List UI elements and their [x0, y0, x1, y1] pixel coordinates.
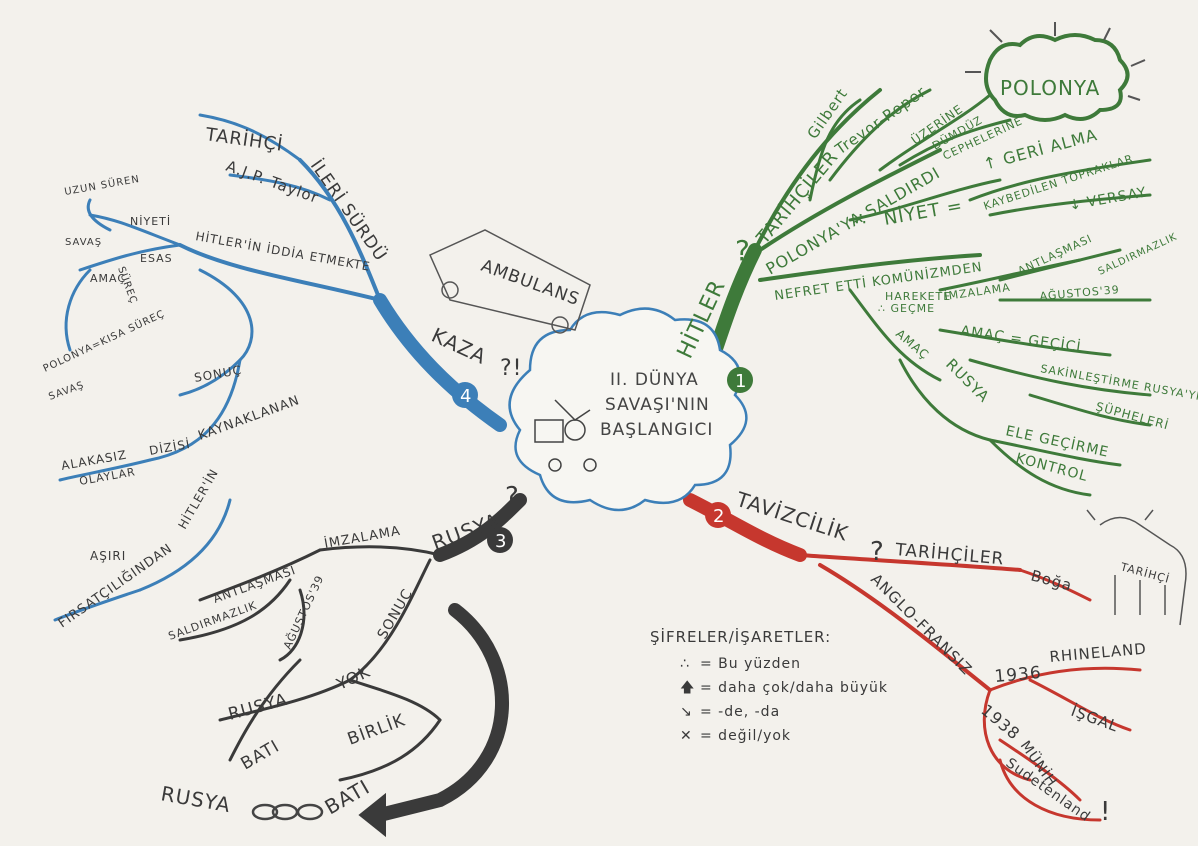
b3-bati: BATI — [238, 736, 284, 774]
legend-symbol-3: ✕ — [680, 728, 693, 744]
b2-rhineland: RHINELAND — [1049, 640, 1148, 666]
b1-amac: AMAÇ — [893, 327, 932, 363]
b4-asiri: AŞIRI — [90, 549, 126, 563]
legend: ŞİFRELER/İŞARETLER: ∴ = Bu yüzden 🡅 = da… — [650, 627, 888, 744]
b3-yok: YOK — [333, 662, 374, 694]
b3-birlik: BİRLİK — [345, 709, 409, 749]
badge-2: 2 — [713, 506, 725, 527]
b4-tarihci: TARİHÇİ — [203, 124, 284, 156]
legend-symbol-1: 🡅 — [680, 680, 695, 696]
center-illustration — [534, 399, 597, 472]
b4-uzun: UZUN SÜREN — [63, 172, 140, 198]
branch-rusya — [178, 493, 527, 838]
legend-symbol-0: ∴ — [680, 656, 690, 672]
legend-symbol-2: ↘ — [680, 704, 693, 720]
branch-tavizcilik — [683, 493, 1142, 822]
b2-excl: ! — [1100, 797, 1111, 827]
polonya-arrows — [965, 22, 1146, 101]
b4-hitlerin-iddia: HİTLER'İN İDDİA ETMEKTE — [194, 228, 371, 274]
b4-q: ?! — [500, 356, 523, 381]
legend-title: ŞİFRELER/İŞARETLER: — [650, 627, 831, 646]
b3-sonuc: SONUÇ — [375, 586, 417, 642]
branch-kaza — [53, 113, 507, 622]
b1-antlasmasi: ANTLAŞMASI — [1016, 232, 1095, 278]
b1-rusya: RUSYA — [942, 355, 993, 406]
b4-hitlerin: HİTLER'İN — [175, 466, 222, 532]
badge-1: 1 — [735, 371, 747, 392]
center-title-1: II. DÜNYA — [610, 368, 699, 390]
bull-drawing — [1086, 509, 1187, 626]
b4-savas2: SAVAŞ — [47, 380, 86, 403]
polonya-cloud — [984, 33, 1130, 122]
b4-dizisi: DİZİSİ — [148, 436, 192, 458]
b4-polonya-kisa: POLONYA=KISA SÜREÇ — [41, 307, 167, 375]
branch-hitler — [693, 88, 1152, 497]
b1-q: ? — [735, 234, 751, 267]
b1-versay: ↓ VERSAY — [1068, 185, 1148, 214]
b4-surec: SÜREÇ — [115, 265, 141, 306]
b2-q: ? — [870, 537, 885, 567]
b1-amac-gecici: AMAÇ = GEÇİCİ — [959, 321, 1082, 356]
b1-harekete: HAREKETE — [885, 290, 951, 303]
b4-niyeti: NİYETİ — [130, 215, 171, 228]
b2-boga: Boğa — [1029, 566, 1074, 594]
center-cloud — [508, 307, 748, 512]
b3-rusya: RUSYA — [226, 690, 290, 725]
b4-kaynaklanan: KAYNAKLANAN — [196, 393, 302, 444]
b1-supheleri: ŞÜPHELERİ — [1094, 397, 1171, 432]
b2-anglo: ANGLO-FRANSIZ — [867, 570, 976, 679]
ambulance-drawing — [429, 229, 591, 334]
center-title-3: BAŞLANGICI — [600, 420, 713, 440]
b4-ileri: İLERİ SÜRDÜ — [306, 155, 392, 265]
b4-title: KAZA — [428, 323, 491, 369]
b3-rusya2: RUSYA — [159, 781, 233, 817]
b1-gecme: ∴ GEÇME — [878, 302, 935, 315]
b1-polonya: POLONYA — [1000, 76, 1100, 100]
legend-text-2: = -de, -da — [700, 704, 780, 720]
number-badges — [452, 367, 753, 553]
b4-savas: SAVAŞ — [65, 237, 102, 248]
b2-1936: 1936 — [994, 663, 1043, 687]
center-title-2: SAVAŞI'NIN — [605, 395, 710, 415]
broken-chain-icon — [251, 803, 324, 821]
b2-isgal: İŞGAL — [1069, 701, 1122, 736]
b1-saldirmazlik: SALDIRMAZLIK — [1097, 231, 1180, 277]
legend-text-0: = Bu yüzden — [700, 656, 801, 672]
badge-3: 3 — [495, 531, 507, 552]
b2-bull-label: TARİHÇİ — [1118, 560, 1171, 586]
b4-amac: AMAÇ — [90, 272, 126, 285]
legend-text-3: = değil/yok — [700, 728, 791, 744]
legend-text-1: = daha çok/daha büyük — [700, 680, 888, 696]
badge-4: 4 — [460, 386, 472, 407]
b4-esas: ESAS — [140, 252, 173, 265]
b1-kontrol: KONTROL — [1014, 450, 1090, 485]
b1-therefore: ∴ — [855, 209, 867, 230]
b4-ambulans: AMBULANS — [478, 256, 582, 310]
b3-q: ? — [505, 482, 520, 512]
